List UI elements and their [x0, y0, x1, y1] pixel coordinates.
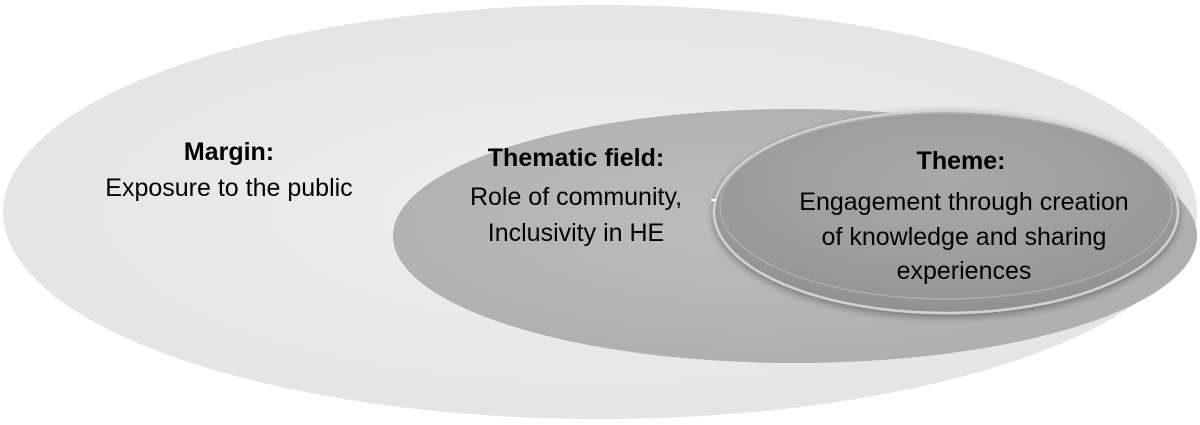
thematic-field-title: Thematic field:	[488, 144, 664, 172]
theme-text-line: of knowledge and sharing	[822, 223, 1107, 251]
margin-text-line: Exposure to the public	[105, 174, 352, 202]
theme-ellipse-highlight	[719, 112, 1173, 300]
thematic-field-text-line: Role of community,	[470, 183, 682, 211]
theme-text-line: Engagement through creation	[799, 188, 1128, 216]
connector-mark	[711, 199, 716, 201]
margin-title: Margin:	[184, 138, 274, 166]
theme-text-line: experiences	[897, 257, 1032, 285]
theme-ellipse	[712, 109, 1180, 315]
thematic-field-text-line: Inclusivity in HE	[488, 219, 664, 247]
theme-title: Theme:	[917, 147, 1006, 175]
